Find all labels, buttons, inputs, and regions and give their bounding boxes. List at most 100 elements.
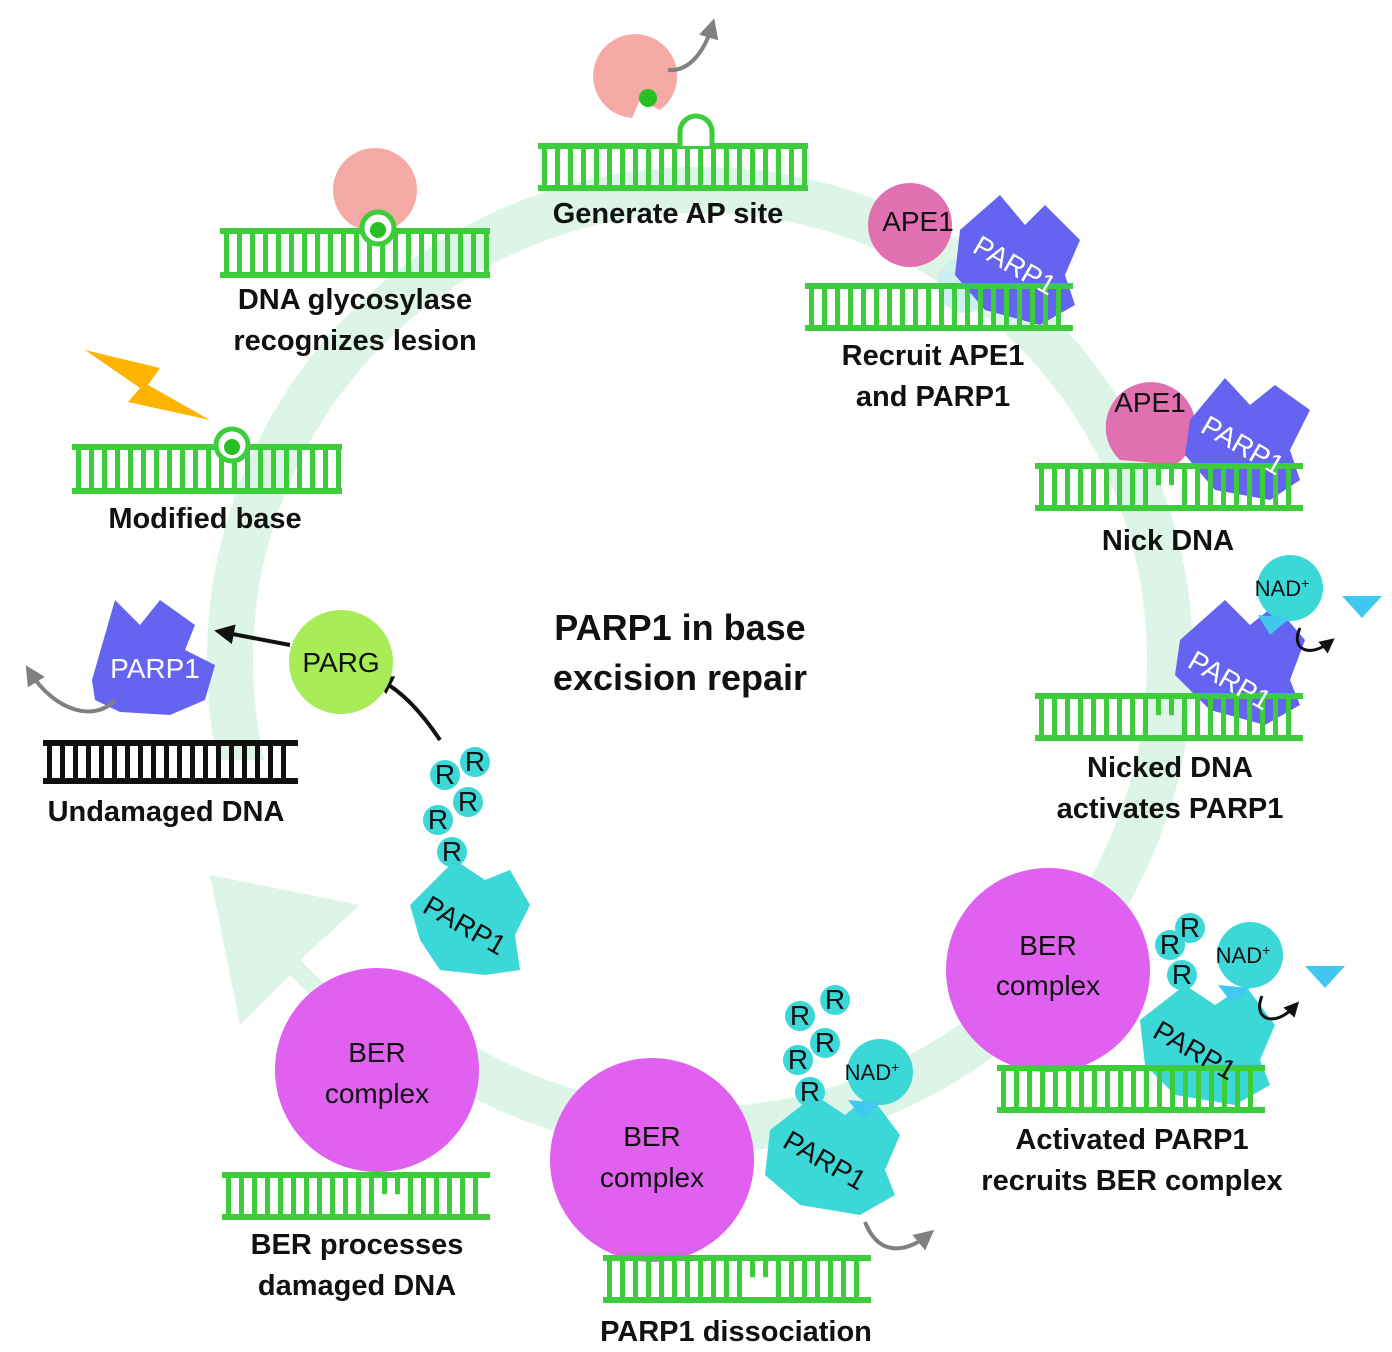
dna-rung: [112, 746, 117, 778]
dna-rung: [60, 746, 65, 778]
release-arrow-icon: [667, 18, 719, 73]
dna-rung: [1195, 469, 1200, 505]
dna-rung: [258, 450, 263, 488]
dna-rung: [445, 234, 450, 272]
step-nicked-line1: Nicked DNA: [1087, 752, 1253, 784]
dna-rung: [354, 234, 359, 272]
dna-rung: [1030, 289, 1035, 325]
dna-rung: [406, 234, 411, 272]
dna-rung: [854, 1261, 859, 1297]
dna-rung: [1117, 469, 1122, 505]
dna-rung: [1260, 469, 1265, 505]
dna-rung: [789, 1261, 794, 1297]
dna-rung: [393, 234, 398, 272]
dna-rung: [343, 1178, 348, 1214]
dna-rung: [291, 1178, 296, 1214]
dna-rung: [369, 1178, 374, 1214]
dna-rung: [167, 450, 172, 488]
dna-rung: [341, 234, 346, 272]
dna-rung: [255, 746, 260, 778]
dna-rung: [1004, 289, 1009, 325]
dna-rung: [809, 289, 814, 325]
dna-rung: [1209, 1071, 1214, 1107]
ber-label-line2: complex: [600, 1162, 704, 1193]
dna-rung: [1066, 1071, 1071, 1107]
dna-rung: [219, 450, 224, 488]
dna-rung: [835, 289, 840, 325]
dna-rung: [1027, 1071, 1032, 1107]
dna-nicked-activates: [1035, 555, 1382, 741]
dna-rung: [568, 149, 573, 185]
dna-rung: [1234, 699, 1239, 735]
dna-rung: [47, 746, 52, 778]
dna-rung: [276, 234, 281, 272]
dna-rung: [607, 1261, 612, 1297]
dna-rung: [471, 234, 476, 272]
dna-glycosylase: [220, 148, 490, 278]
dna-rung: [289, 234, 294, 272]
dna-rung: [237, 234, 242, 272]
dna-rung: [99, 746, 104, 778]
dna-rung: [330, 1178, 335, 1214]
ber-complex: [275, 968, 479, 1172]
step-dissociation: PARP1 dissociation: [600, 1316, 872, 1348]
dna-rung: [711, 1261, 716, 1297]
dna-rung: [1260, 699, 1265, 735]
dna-rung: [193, 450, 198, 488]
dna-rung: [1208, 469, 1213, 505]
dna-rung: [939, 289, 944, 325]
dna-rung: [672, 149, 677, 185]
step-glycosylase-line1: DNA glycosylase: [238, 284, 472, 316]
dna-rung: [555, 149, 560, 185]
dna-rung: [1104, 469, 1109, 505]
dna-rung: [1247, 699, 1252, 735]
nad-label: NAD+: [1255, 575, 1310, 601]
dna-rung: [1130, 699, 1135, 735]
dna-rung: [421, 1178, 426, 1214]
dna-rung: [1052, 699, 1057, 735]
dna-rung: [1091, 469, 1096, 505]
dna-rung: [232, 450, 237, 488]
dna-rung: [750, 149, 755, 185]
ber-label-line2: complex: [325, 1078, 429, 1109]
undamaged-dna-group: [25, 600, 298, 784]
parp1-inactive: [955, 195, 1080, 325]
dna-modified-base: [72, 350, 342, 494]
adp-ribose-label: R: [465, 746, 485, 777]
dna-activated-recruits: [946, 868, 1345, 1113]
dna-rung: [89, 450, 94, 488]
dna-rung: [1001, 1071, 1006, 1107]
step-modified-base: Modified base: [108, 503, 301, 535]
adp-ribose-bead: [1167, 960, 1197, 990]
ber-label-line1: BER: [348, 1037, 406, 1068]
dna-rung: [1195, 699, 1200, 735]
ape1-enzyme: [1105, 382, 1196, 465]
dna-rung: [328, 234, 333, 272]
dna-rung: [822, 289, 827, 325]
dna-rung: [1247, 469, 1252, 505]
dna-ap-site: [538, 18, 808, 191]
step-activated-line1: Activated PARP1: [1015, 1124, 1248, 1156]
dna-rung: [724, 149, 729, 185]
dna-rung: [776, 149, 781, 185]
dna-rung: [1208, 699, 1213, 735]
adp-ribose-label: R: [428, 804, 448, 835]
adp-ribose-label: R: [1180, 912, 1200, 943]
adp-ribose-label: R: [790, 1000, 810, 1031]
ape1-label: APE1: [882, 206, 954, 237]
dna-rung: [1078, 469, 1083, 505]
dna-rung: [633, 149, 638, 185]
parp1-released: [92, 600, 215, 715]
ber-label-line2: complex: [996, 970, 1100, 1001]
dna-rung: [102, 450, 107, 488]
step-recruit-line1: Recruit APE1: [842, 340, 1025, 372]
dna-rung: [874, 289, 879, 325]
dna-rung: [1043, 289, 1048, 325]
ber-label-line1: BER: [1019, 930, 1077, 961]
dna-rung: [263, 234, 268, 272]
ber-complex: [946, 868, 1150, 1072]
dna-rung: [317, 1178, 322, 1214]
dna-recruit: [805, 183, 1080, 331]
adp-ribose-label: R: [825, 984, 845, 1015]
dna-rung: [1221, 469, 1226, 505]
